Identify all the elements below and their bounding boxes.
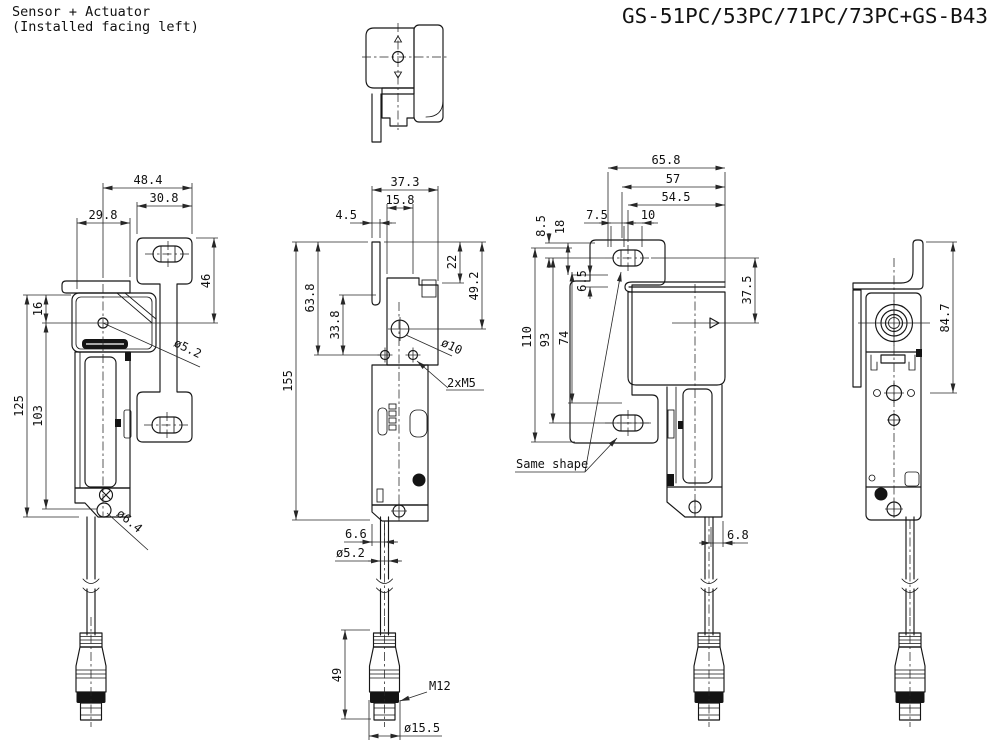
front-view-dimensions: 48.4 30.8 29.8 46 16 103 125 ø5.2 ø6.4 [12,173,218,551]
dim-head-width: 29.8 [89,208,118,222]
dim-mount-hole-offset: 33.8 [328,311,342,340]
dim-step-depth: 22 [445,255,459,269]
dim-bracket-width: 57 [666,172,680,186]
rear-view-dimensions: 65.8 57 54.5 7.5 10 8.5 18 6.5 37.5 110 … [515,153,759,547]
header: Sensor + Actuator (Installed facing left… [12,4,988,35]
dim-overall-height: 125 [12,395,26,417]
dim-cable-offset: 6.8 [727,528,749,542]
right-side-view [852,239,930,728]
dim-connector-height: 49 [330,668,344,682]
note-line-1: Sensor + Actuator [12,4,150,20]
side-view-dimensions: 37.3 15.8 4.5 22 49.2 63.8 33.8 155 ø10 … [281,175,486,740]
dim-mid-height: 74 [557,331,571,345]
dim-tab-height: 18 [553,220,567,234]
dim-step-height: 6.5 [575,270,589,292]
dim-slot-offset: 10 [641,208,655,222]
dim-head-depth: 15.8 [386,193,415,207]
dim-bracket-to-center: 84.7 [938,304,952,333]
dim-cable-dia: ø5.2 [336,546,365,560]
dim-slot-span: 93 [538,333,552,347]
right-side-view-dimensions: 84.7 [926,241,957,394]
dim-slot-center-width: 54.5 [662,190,691,204]
dim-cable-offset: 6.6 [345,527,367,541]
side-view [368,241,439,728]
dim-bracket-tab-width: 30.8 [150,191,179,205]
dim-sensing-offset: 37.5 [740,276,754,305]
drawing-title: GS-51PC/53PC/71PC/73PC+GS-B43 [622,4,988,28]
dim-hole-span: 103 [31,405,45,427]
dim-hole-depth: 49.2 [467,272,481,301]
dim-slot-width: 7.5 [586,208,608,222]
dim-connector-dia: ø15.5 [404,721,440,735]
dim-overall-depth: 37.3 [391,175,420,189]
top-view [362,23,447,143]
dim-mount-holes: 2xM5 [447,376,476,390]
dim-overall-width: 65.8 [652,153,681,167]
dim-top-offset: 8.5 [534,215,548,237]
dim-hole-offset: 16 [31,302,45,316]
dim-mount-hole-depth: 63.8 [303,284,317,313]
dim-connector-thread: M12 [429,679,451,693]
dim-overall-height: 155 [281,370,295,392]
dim-plate-thickness: 4.5 [335,208,357,222]
dim-overall-width: 48.4 [134,173,163,187]
dim-bracket-height: 46 [199,274,213,288]
dim-overall-height: 110 [520,326,534,348]
same-shape-note: Same shape [516,457,588,471]
note-line-2: (Installed facing left) [12,19,199,35]
